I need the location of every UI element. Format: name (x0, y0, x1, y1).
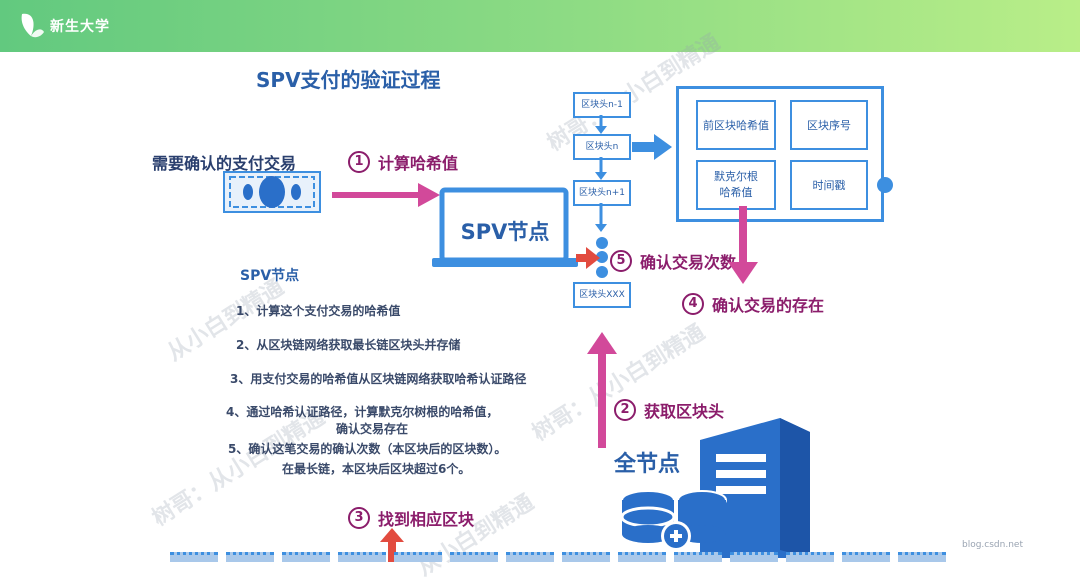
block-header-n-minus-1: 区块头n-1 (573, 92, 631, 118)
step-number: 1 (348, 151, 370, 173)
field-block-number: 区块序号 (790, 100, 868, 150)
laptop-icon (432, 187, 578, 267)
step-1: 1 计算哈希值 (348, 150, 458, 174)
arrow-down-icon (595, 157, 607, 180)
list-item: 确认交易存在 (336, 422, 409, 436)
list-item: 2、从区块链网络获取最长链区块头并存储 (236, 338, 461, 352)
list-item: 3、用支付交易的哈希值从区块链网络获取哈希认证路径 (230, 372, 527, 386)
diagram-title: SPV支付的验证过程 (256, 68, 441, 92)
step-2: 2 获取区块头 (614, 398, 724, 422)
arrow-right-icon (332, 183, 440, 207)
arrow-up-icon (380, 528, 404, 562)
list-item: 1、计算这个支付交易的哈希值 (236, 304, 401, 318)
step-number: 4 (682, 293, 704, 315)
step-text: 获取区块头 (644, 402, 725, 421)
field-prev-hash: 前区块哈希值 (696, 100, 776, 150)
step-text: 计算哈希值 (378, 154, 459, 173)
arrow-right-icon (576, 247, 600, 269)
step-number: 5 (610, 250, 632, 272)
server-database-icon (620, 418, 810, 558)
field-merkle-root: 默克尔根 哈希值 (696, 160, 776, 210)
list-heading: SPV节点 (240, 268, 300, 284)
header-bar: 新生大学 (0, 0, 1080, 52)
full-node-label: 全节点 (614, 452, 681, 477)
butterfly-logo-icon (21, 13, 44, 38)
spv-node-label: SPV节点 (460, 220, 550, 244)
blockchain-strip (170, 552, 1010, 562)
list-item: 5、确认这笔交易的确认次数（本区块后的区块数）。 (228, 442, 507, 456)
step-text: 确认交易的存在 (712, 296, 825, 315)
list-item: 4、通过哈希认证路径，计算默克尔树根的哈希值， (226, 405, 499, 419)
banknote-icon (223, 171, 321, 213)
connector-dot-icon (877, 177, 893, 193)
block-header-n-plus-1: 区块头n+1 (573, 180, 631, 206)
list-item: 在最长链，本区块后区块超过6个。 (282, 462, 471, 476)
arrow-right-icon (632, 134, 672, 160)
corner-watermark: blog.csdn.net (962, 540, 1023, 550)
tx-label: 需要确认的支付交易 (152, 154, 297, 173)
step-number: 2 (614, 399, 636, 421)
watermark: 从小白到精通 (413, 490, 539, 582)
brand-name: 新生大学 (50, 19, 110, 35)
step-4: 4 确认交易的存在 (682, 292, 824, 316)
ellipsis-dots-icon (596, 237, 608, 278)
arrow-up-icon (587, 332, 617, 448)
field-timestamp: 时间戳 (790, 160, 868, 210)
step-5: 5 确认交易次数 (610, 249, 736, 273)
block-header-xxx: 区块头XXX (573, 282, 631, 308)
block-header-detail (676, 86, 884, 222)
step-number: 3 (348, 507, 370, 529)
arrow-down-icon (595, 115, 607, 134)
arrow-down-icon (728, 206, 758, 284)
step-3: 3 找到相应区块 (348, 506, 474, 530)
arrow-down-icon (595, 203, 607, 232)
step-text: 确认交易次数 (640, 253, 737, 272)
step-text: 找到相应区块 (378, 510, 475, 529)
